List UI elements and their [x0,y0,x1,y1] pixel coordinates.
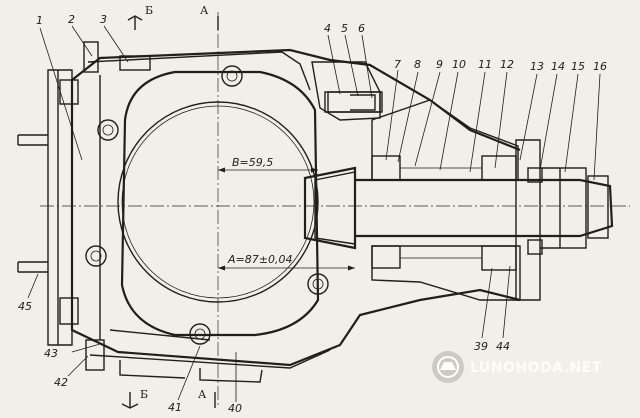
part-labels: 1 2 3 4 5 6 7 8 9 10 11 12 13 14 15 16 3… [18,13,607,415]
label-1: 1 [36,14,43,27]
dimension-a-text: A=87±0,04 [227,253,292,266]
label-39: 39 [474,340,488,353]
label-4: 4 [324,22,331,35]
label-44: 44 [496,340,510,353]
label-5: 5 [341,22,348,35]
label-9: 9 [436,58,443,71]
label-6: 6 [358,22,365,35]
dimension-b: B=59,5 [218,156,318,173]
label-14: 14 [551,60,565,73]
label-15: 15 [571,60,585,73]
label-3: 3 [100,13,107,26]
label-8: 8 [414,58,421,71]
rover-icon [440,362,456,370]
label-11: 11 [478,58,492,71]
section-a-top: А [200,4,209,17]
section-a-bottom: А [198,388,207,401]
label-13: 13 [530,60,544,73]
label-40: 40 [228,402,242,415]
leader-lines [27,25,601,402]
label-43: 43 [44,347,58,360]
label-45: 45 [18,300,32,313]
dimension-a: A=87±0,04 [218,253,355,271]
ring-flange [85,65,329,345]
pinion-shaft [303,155,614,271]
label-7: 7 [394,58,401,71]
watermark-text: LUNOHODA.NET [470,360,602,376]
section-b-bottom: Б [140,388,148,401]
section-marks: Б А Б А [121,4,219,409]
label-10: 10 [452,58,466,71]
label-16: 16 [593,60,607,73]
label-12: 12 [500,58,514,71]
label-41: 41 [168,401,182,414]
watermark: LUNOHODA.NET [432,351,602,383]
dimension-b-text: B=59,5 [232,156,273,169]
label-42: 42 [54,376,68,389]
label-2: 2 [68,13,75,26]
section-b-top: Б [145,4,153,17]
housing [17,41,521,383]
